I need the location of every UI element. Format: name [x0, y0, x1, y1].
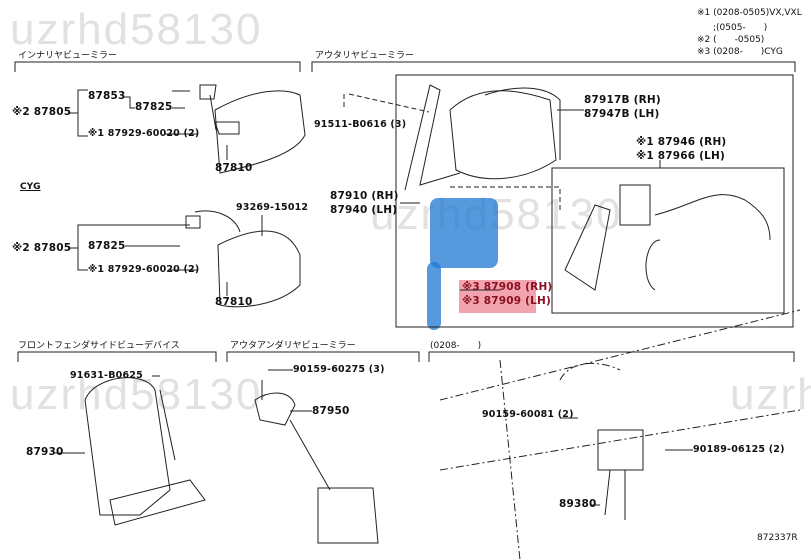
part-label[interactable]: 90159-60081 (2): [482, 409, 574, 420]
part-label[interactable]: 87917B (RH): [584, 94, 661, 106]
part-label[interactable]: 90159-60275 (3): [293, 364, 385, 375]
part-label[interactable]: 91631-B0625: [70, 370, 143, 381]
watermark: uzrhd58130: [10, 5, 263, 54]
part-label[interactable]: 87950: [312, 405, 350, 417]
part-label[interactable]: 93269-15012: [236, 202, 309, 213]
part-label[interactable]: 91511-B0616 (3): [314, 119, 407, 130]
part-label[interactable]: 87825: [135, 101, 173, 113]
note-3: ※3 (0208- )CYG: [697, 47, 783, 57]
part-label[interactable]: ※1 87946 (RH): [636, 136, 727, 148]
part-label[interactable]: 87940 (LH): [330, 204, 398, 216]
figure-id: 872337R: [757, 533, 798, 543]
note-1: ※1 (0208-0505)VX,VXL: [697, 8, 802, 18]
part-label[interactable]: ※2 87805: [12, 242, 72, 254]
part-label[interactable]: 87930: [26, 446, 64, 458]
part-label[interactable]: 87947B (LH): [584, 108, 660, 120]
part-label[interactable]: 87825: [88, 240, 126, 252]
part-highlight: [459, 280, 536, 313]
part-label[interactable]: 89380: [559, 498, 597, 510]
part-label[interactable]: 90189-06125 (2): [693, 444, 785, 455]
part-label[interactable]: ※1 87966 (LH): [636, 150, 726, 162]
part-label[interactable]: ※1 87929-60020 (2): [88, 128, 200, 139]
section-title-fender: フロントフェンダサイドビューデバイス: [18, 341, 180, 351]
watermark: uzrhd58130: [730, 370, 811, 419]
part-label[interactable]: ※3 87909 (LH): [462, 295, 552, 307]
part-label[interactable]: ※3 87908 (RH): [462, 281, 553, 293]
part-label[interactable]: 87910 (RH): [330, 190, 399, 202]
part-label[interactable]: ※1 87929-60020 (2): [88, 264, 200, 275]
section-title-under: アウタアンダリヤビューミラー: [230, 341, 356, 351]
part-label[interactable]: 87810: [215, 162, 253, 174]
part-label[interactable]: 87810: [215, 296, 253, 308]
part-label[interactable]: ※2 87805: [12, 106, 72, 118]
section-title-outer-mirror: アウタリヤビューミラー: [315, 51, 415, 61]
motor-highlight: [430, 198, 498, 268]
section-title-sensor: (0208- ): [430, 341, 482, 351]
note-1b: ;(0505- ): [713, 23, 768, 33]
motor-cable-highlight: [427, 262, 441, 330]
section-title-inner-mirror: インナリヤビューミラー: [18, 51, 118, 61]
cyg-label: CYG: [20, 182, 41, 192]
part-label[interactable]: 87853: [88, 90, 126, 102]
note-2: ※2 ( -0505): [697, 35, 765, 45]
